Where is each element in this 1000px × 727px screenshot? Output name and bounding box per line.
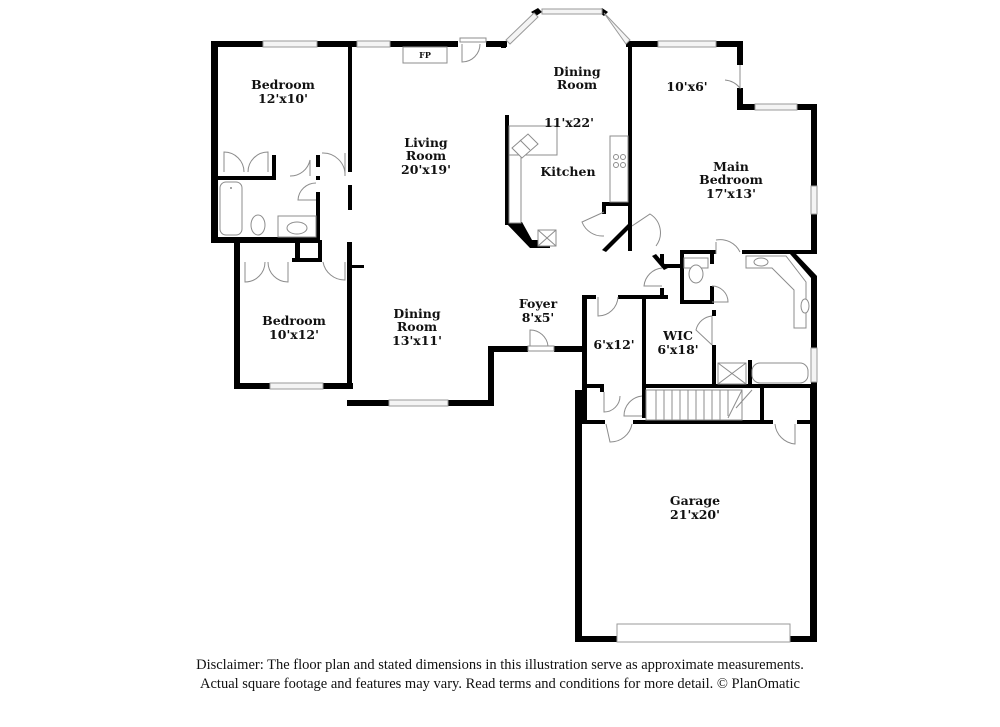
room-dims: 10'x12': [269, 327, 319, 342]
room-wic: WIC 6'x18': [657, 328, 698, 357]
fixtures: FP: [219, 46, 810, 421]
room-name: Main: [713, 159, 749, 174]
disclaimer: Disclaimer: The floor plan and stated di…: [0, 656, 1000, 694]
room-dining-top: Dining Room 11'x22': [544, 64, 601, 130]
disclaimer-line-2: Actual square footage and features may v…: [200, 676, 800, 692]
room-main-bedroom: Main Bedroom 17'x13': [699, 159, 763, 201]
room-dims: 21'x20': [670, 507, 720, 522]
room-labels: Bedroom 12'x10' Living Room 20'x19' Dini…: [251, 64, 763, 522]
stair-treads: [655, 389, 753, 420]
room-dims: 6'x12': [593, 337, 634, 352]
room-name: Room: [397, 319, 437, 334]
room-name: WIC: [662, 328, 693, 343]
room-dims: 10'x6': [666, 79, 707, 94]
room-dims: 8'x5': [522, 310, 555, 325]
room-dims: 12'x10': [258, 91, 308, 106]
room-kitchen: Kitchen: [540, 164, 595, 179]
windows: [262, 8, 818, 643]
room-closet-10x6: 10'x6': [666, 79, 707, 94]
room-bedroom-1: Bedroom 12'x10': [251, 77, 315, 106]
room-name: Dining: [553, 64, 601, 79]
room-name: Bedroom: [262, 313, 326, 328]
room-dims: 6'x18': [657, 342, 698, 357]
room-name: Room: [557, 77, 597, 92]
doors: [223, 37, 796, 445]
fireplace-box: [402, 46, 448, 64]
room-name: Foyer: [519, 296, 558, 311]
room-name: Bedroom: [251, 77, 315, 92]
fireplace-label: FP: [419, 50, 431, 60]
room-garage: Garage 21'x20': [670, 493, 720, 522]
disclaimer-line-1: Disclaimer: The floor plan and stated di…: [196, 657, 804, 673]
room-dims: 17'x13': [706, 186, 756, 201]
room-name: Dining: [393, 306, 441, 321]
room-living-room: Living Room 20'x19': [401, 135, 451, 177]
room-foyer: Foyer 8'x5': [519, 296, 558, 325]
room-dims: 20'x19': [401, 162, 451, 177]
room-dining-bottom: Dining Room 13'x11': [392, 306, 442, 348]
room-bedroom-2: Bedroom 10'x12': [262, 313, 326, 342]
room-dims: 13'x11': [392, 333, 442, 348]
room-name: Garage: [670, 493, 720, 508]
room-name: Bedroom: [699, 172, 763, 187]
room-laundry: 6'x12': [593, 337, 634, 352]
room-name: Kitchen: [540, 164, 595, 179]
room-dims: 11'x22': [544, 115, 594, 130]
room-name: Living: [404, 135, 448, 150]
room-name: Room: [406, 148, 446, 163]
